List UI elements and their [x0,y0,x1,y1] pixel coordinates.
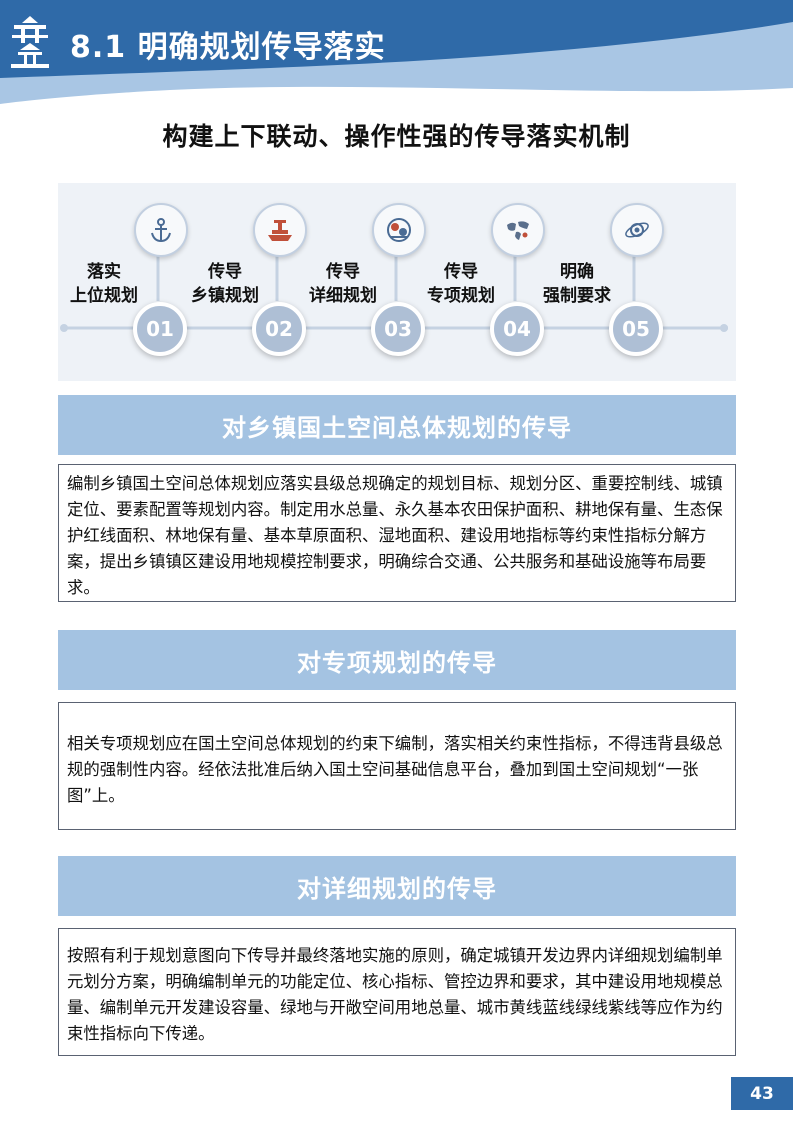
step-5-label: 明确强制要求 [543,262,611,306]
header-banner: 8.1 明确规划传导落实 [0,0,793,110]
step-1-number: 01 [133,302,187,356]
step-2-number: 02 [252,302,306,356]
page-number: 43 [731,1077,793,1110]
section-header-township: 对乡镇国土空间总体规划的传导 [58,395,736,455]
section-body-detailed: 按照有利于规划意图向下传导并最终落地实施的原则，确定城镇开发边界内详细规划编制单… [58,928,736,1056]
steps-panel: 落实上位规划 01 传导乡镇规划 02 传导详细规划 03 传导专项规划 04 … [58,183,736,381]
map-brain-icon [372,203,426,257]
world-map-icon [491,203,545,257]
kaixian-logo [8,14,52,72]
anchor-icon [134,203,188,257]
step-4-number: 04 [490,302,544,356]
step-1-label: 落实上位规划 [70,262,138,306]
section-subtitle: 构建上下联动、操作性强的传导落实机制 [162,122,631,151]
step-2-label: 传导乡镇规划 [191,262,259,306]
section-body-special: 相关专项规划应在国土空间总体规划的约束下编制，落实相关约束性指标，不得违背县级总… [58,702,736,830]
boat-icon [253,203,307,257]
section-body-township: 编制乡镇国土空间总体规划应落实县级总规确定的规划目标、规划分区、重要控制线、城镇… [58,464,736,602]
section-header-detailed: 对详细规划的传导 [58,856,736,916]
step-3-label: 传导详细规划 [309,262,377,306]
step-4-label: 传导专项规划 [427,262,495,306]
banner-shape [0,0,793,104]
orbit-icon [610,203,664,257]
section-header-special: 对专项规划的传导 [58,630,736,690]
page-title: 8.1 明确规划传导落实 [70,30,386,65]
step-5-number: 05 [609,302,663,356]
step-3-number: 03 [371,302,425,356]
